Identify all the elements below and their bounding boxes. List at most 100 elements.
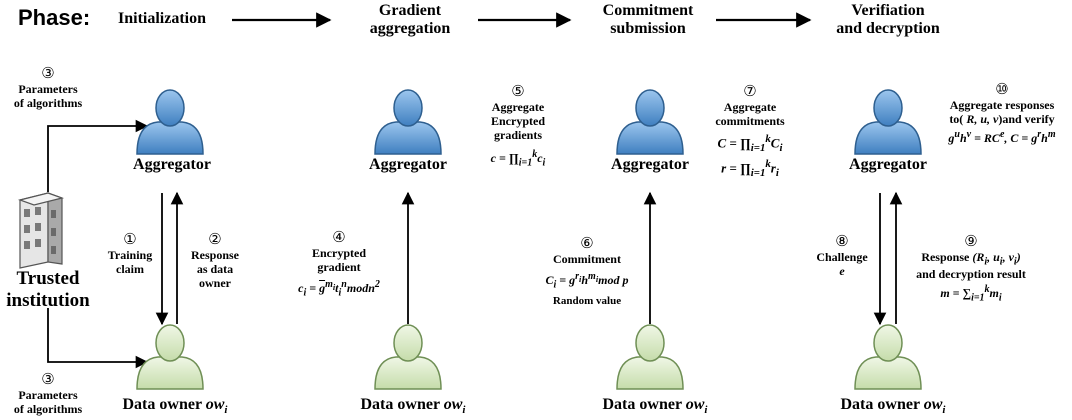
trusted-line2: institution xyxy=(6,289,90,311)
trusted-line1: Trusted xyxy=(16,268,80,289)
step-10-num: ⑩ xyxy=(995,82,1009,98)
step-4-encrypted-gradient: ④ Encrypted gradient ci = gmitinmodn2 xyxy=(284,230,394,299)
aggregator-icon-4 xyxy=(854,89,922,155)
phase-initialization: Initialization xyxy=(118,10,207,27)
step-9-line2: and decryption result xyxy=(916,267,1026,282)
param-line-top xyxy=(47,119,149,192)
data-owner-text: Data owner xyxy=(602,396,686,413)
step-4-line2: gradient xyxy=(317,260,361,275)
step-1-training-claim: ① Training claim xyxy=(102,232,158,277)
step-1-line2: claim xyxy=(116,262,144,277)
step-3-top-num: ③ xyxy=(41,66,55,82)
aggregator-label-1: Aggregator xyxy=(133,156,211,173)
step-6-random-value: Random value xyxy=(552,294,622,307)
step-6-num: ⑥ xyxy=(580,236,594,252)
step-2-response-owner: ② Response as data owner xyxy=(182,232,248,291)
data-owner-symbol: ow xyxy=(923,396,943,413)
data-owner-text: Data owner xyxy=(122,396,206,413)
step-7-formula-r: r = ∏i=1kri xyxy=(721,158,779,180)
step-5-line1: Aggregate xyxy=(491,100,545,115)
step-8-line1: Challenge xyxy=(816,250,868,265)
step-6-commitment: ⑥ Commitment Ci = grihmimod p Random val… xyxy=(528,236,646,308)
step-7-line2: commitments xyxy=(715,114,785,129)
step-10-formula: guhv = RCe, C = grhm xyxy=(948,128,1056,145)
phase-verification-line1: Verifiation xyxy=(851,2,925,19)
phase-commitment-line2: submission xyxy=(610,20,686,38)
phase-gradient-line2: aggregation xyxy=(369,20,451,38)
step-2-num: ② xyxy=(208,232,222,248)
step-9-tuple: (Ri, ui, vi) xyxy=(972,250,1021,268)
aggregator-label-2: Aggregator xyxy=(369,156,447,173)
aggregator-icon-1 xyxy=(136,89,204,155)
step-9-response-word: Response xyxy=(921,250,970,265)
step-5-aggregate-encrypted: ⑤ Aggregate Encrypted gradients c = ∏i=1… xyxy=(466,84,570,169)
step-5-num: ⑤ xyxy=(511,84,525,100)
step-8-num: ⑧ xyxy=(835,234,849,250)
data-owner-subscript: i xyxy=(704,404,708,417)
phase-gradient-aggregation: Gradient aggregation xyxy=(356,2,464,39)
step-2-line3: owner xyxy=(199,275,231,290)
step-5-formula: c = ∏i=1kci xyxy=(490,148,546,169)
step-9-response-decryption: ⑨ Response (Ri, ui, vi) and decryption r… xyxy=(902,234,1040,304)
phase-commitment-submission: Commitment submission xyxy=(588,2,708,39)
data-owner-label-2: Data owner owi xyxy=(338,396,488,417)
data-owner-subscript: i xyxy=(224,404,228,417)
phase-commitment-line1: Commitment xyxy=(602,2,694,19)
data-owner-symbol: ow xyxy=(205,396,225,413)
step-7-line1: Aggregate xyxy=(723,100,777,115)
data-owner-icon-1 xyxy=(136,324,204,390)
step-6-formula: Ci = grihmimod p xyxy=(545,271,629,291)
data-owner-icon-3 xyxy=(616,324,684,390)
step-9-num: ⑨ xyxy=(964,234,978,250)
step-6-line1: Commitment xyxy=(553,252,621,267)
aggregator-icon-2 xyxy=(374,89,442,155)
step-5-line2: Encrypted xyxy=(491,114,545,129)
step-3-top-line2: of algorithms xyxy=(13,96,83,111)
step-10-tuple: R, u, v xyxy=(966,112,999,127)
step-4-line1: Encrypted xyxy=(312,246,366,261)
data-owner-symbol: ow xyxy=(685,396,705,413)
phase-gradient-line1: Gradient xyxy=(378,2,442,19)
step-4-formula: ci = gmitinmodn2 xyxy=(298,278,380,299)
step-9-line1: Response (Ri, ui, vi) xyxy=(902,250,1040,268)
trusted-institution-label: Trusted institution xyxy=(2,268,94,312)
step-10-line1: Aggregate responses xyxy=(949,98,1055,113)
step-10-verify: ⑩ Aggregate responses to( R, u, v)and ve… xyxy=(934,82,1070,146)
data-owner-subscript: i xyxy=(462,404,466,417)
step-3-bottom: ③ Parameters of algorithms xyxy=(2,372,94,417)
aggregator-label-4: Aggregator xyxy=(849,156,927,173)
step-9-formula: m = ∑i=1kmi xyxy=(940,283,1002,304)
step-7-num: ⑦ xyxy=(743,84,757,100)
step-3-bottom-num: ③ xyxy=(41,372,55,388)
step-1-num: ① xyxy=(123,232,137,248)
data-owner-text: Data owner xyxy=(840,396,924,413)
step-8-line2: e xyxy=(839,264,845,279)
data-owner-label-4: Data owner owi xyxy=(818,396,968,417)
phase-label: Phase: xyxy=(18,5,91,30)
step-4-num: ④ xyxy=(332,230,346,246)
data-owner-label-1: Data owner owi xyxy=(100,396,250,417)
step-7-formula-c: C = ∏i=1kCi xyxy=(717,132,783,154)
aggregator-label-3: Aggregator xyxy=(611,156,689,173)
phase-verification-decryption: Verifiation and decryption xyxy=(822,2,954,39)
step-1-line1: Training xyxy=(107,248,153,263)
step-3-bottom-line1: Parameters xyxy=(18,388,78,403)
data-owner-icon-4 xyxy=(854,324,922,390)
step-7-aggregate-commitments: ⑦ Aggregate commitments C = ∏i=1kCi r = … xyxy=(700,84,800,180)
data-owner-icon-2 xyxy=(374,324,442,390)
step-8-challenge: ⑧ Challenge e xyxy=(810,234,874,279)
aggregator-icon-3 xyxy=(616,89,684,155)
step-2-line1: Response xyxy=(190,248,239,263)
step-10-line2-wrap: to( R, u, v)and verify xyxy=(949,112,1055,127)
step-3-top-line1: Parameters xyxy=(18,82,78,97)
building-icon xyxy=(17,192,65,269)
param-line-bottom xyxy=(47,308,149,369)
step-3-top: ③ Parameters of algorithms xyxy=(2,66,94,111)
phase-verification-line2: and decryption xyxy=(836,20,940,38)
data-owner-label-3: Data owner owi xyxy=(580,396,730,417)
step-10-and-verify: and verify xyxy=(1002,112,1055,127)
step-2-line2: as data xyxy=(196,262,234,277)
data-owner-subscript: i xyxy=(942,404,946,417)
data-owner-text: Data owner xyxy=(360,396,444,413)
